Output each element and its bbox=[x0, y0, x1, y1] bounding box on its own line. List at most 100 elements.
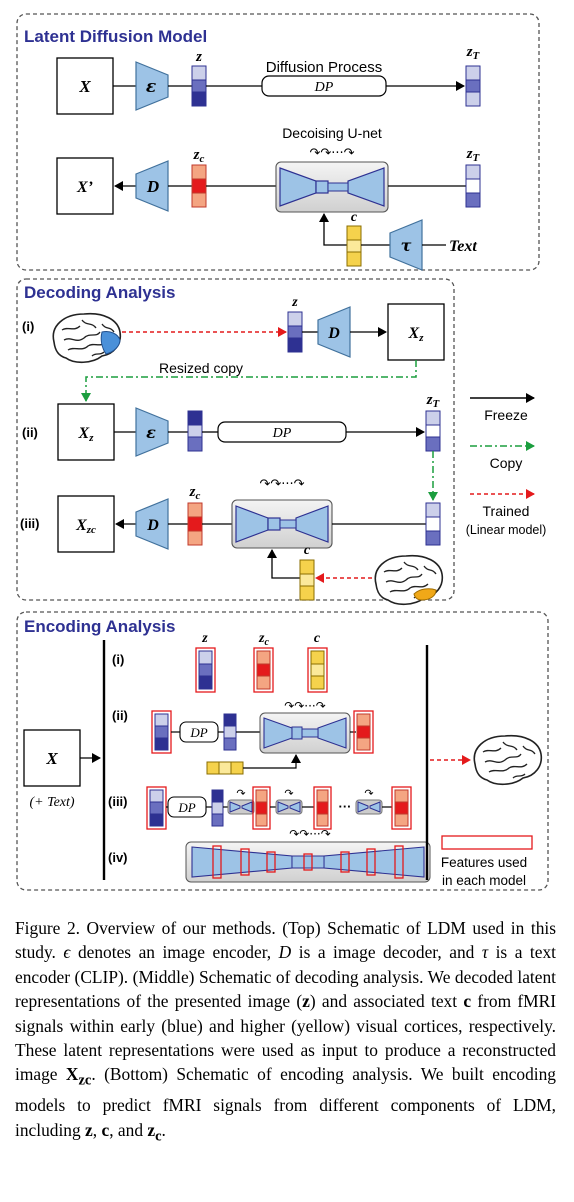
encoding-zc-vector bbox=[253, 647, 274, 693]
text-condition-c-label: c bbox=[351, 210, 358, 225]
image-decoder-label: D bbox=[146, 177, 159, 196]
encoding-ii-c-vector bbox=[206, 761, 244, 775]
caption-d: D bbox=[278, 942, 292, 963]
unet-title: Decoising U-net bbox=[282, 125, 382, 141]
input-image-label: X bbox=[78, 77, 91, 96]
decoding-zc-label: zc bbox=[189, 484, 201, 502]
encoding-iii-mini-unet-3 bbox=[355, 799, 383, 815]
decoded-z-label: z bbox=[291, 295, 298, 310]
features-legend-label-2: in each model bbox=[442, 873, 526, 888]
encoding-iii-loop-1: ↷ bbox=[236, 787, 245, 800]
encoding-iii-zc-vector-2 bbox=[313, 786, 332, 830]
caption-p2: is a image decoder, and bbox=[291, 942, 482, 963]
input-image-box bbox=[56, 57, 114, 115]
encoding-z-vector bbox=[195, 647, 216, 693]
encoding-iii-zT-vector bbox=[211, 789, 224, 827]
caption-p9: . bbox=[161, 1119, 166, 1140]
caption-z: z bbox=[302, 991, 310, 1012]
encoding-iii-z-vector bbox=[146, 786, 167, 830]
caption-p1: denotes an image encoder, bbox=[70, 942, 279, 963]
encoding-ii-unet-block bbox=[259, 712, 351, 754]
features-legend-box bbox=[441, 835, 533, 850]
latent-zT-label-2: zT bbox=[466, 146, 481, 164]
decoding-panel: Decoding Analysis (i) z D Xz Resized cop… bbox=[16, 278, 455, 606]
decoding-row-ii: (ii) bbox=[22, 425, 38, 440]
dp-label: DP bbox=[314, 80, 334, 95]
text-condition-c-vector bbox=[346, 225, 362, 267]
xz-input-box bbox=[57, 403, 115, 461]
encoding-c-label: c bbox=[314, 631, 321, 646]
decoded-z-vector bbox=[287, 311, 303, 353]
resized-copy-label-bg bbox=[146, 360, 256, 376]
legend-trained-sub: (Linear model) bbox=[466, 523, 547, 537]
figure-caption: Figure 2. Overview of our methods. (Top)… bbox=[15, 916, 556, 1149]
decoding-zT-label: zT bbox=[426, 392, 441, 410]
features-legend-label-1: Features used bbox=[441, 855, 527, 870]
legend: Freeze Copy Trained (Linear model) bbox=[466, 393, 547, 537]
encoding-row-iii: (iii) bbox=[108, 794, 128, 809]
encoding-ii-z-vector bbox=[151, 710, 172, 754]
encoding-iii-loop-3: ↷ bbox=[364, 787, 373, 800]
caption-c2: c bbox=[101, 1119, 110, 1140]
encoding-input-label: X bbox=[45, 749, 58, 768]
encoding-iii-mini-unet-1 bbox=[227, 799, 255, 815]
xz-image-box bbox=[387, 303, 445, 361]
image-encoder-block bbox=[135, 61, 169, 111]
decoding-title: Decoding Analysis bbox=[24, 283, 175, 302]
latent-z-label: z bbox=[195, 49, 202, 65]
decoder-label-2: D bbox=[146, 517, 159, 534]
xzc-image-box bbox=[57, 495, 115, 553]
text-encoder-block bbox=[389, 219, 423, 271]
legend-trained-label: Trained bbox=[483, 503, 530, 519]
encoding-iii-dp-label: DP bbox=[177, 800, 195, 815]
decoding-dp-label: DP bbox=[272, 426, 292, 441]
unet-block bbox=[275, 161, 389, 213]
caption-xzc-sub: zc bbox=[78, 1072, 92, 1089]
image-decoder-block bbox=[135, 160, 169, 212]
text-encoder-label: τ bbox=[401, 236, 412, 255]
reconstructed-image-label: X’ bbox=[76, 179, 93, 196]
decoding-c-vector bbox=[299, 559, 315, 601]
caption-p6: . (Bottom) Schematic of encoding analysi… bbox=[15, 1064, 556, 1140]
encoding-iv-loop-icon: ↷↷···↷ bbox=[289, 827, 331, 841]
decoding-unet-block bbox=[231, 499, 333, 549]
decoding-encoder-label: ε bbox=[146, 423, 156, 442]
caption-lead: Figure 2. Overview of our methods. (Top)… bbox=[15, 918, 556, 963]
decoding-z-vector bbox=[187, 410, 203, 452]
encoding-input-box bbox=[23, 729, 81, 787]
legend-copy-label: Copy bbox=[490, 455, 523, 471]
image-encoder-label: ε bbox=[146, 77, 156, 97]
encoding-row-iv: (iv) bbox=[108, 850, 128, 865]
latent-zc-vector bbox=[191, 164, 207, 208]
encoding-iii-loop-2: ↷ bbox=[284, 787, 293, 800]
decoding-decoder-block-2 bbox=[135, 498, 169, 550]
caption-xzc: X bbox=[65, 1064, 79, 1085]
caption-p7: , bbox=[92, 1119, 102, 1140]
method-figure: Latent Diffusion Model X ε z Diffusion P… bbox=[16, 13, 549, 891]
latent-zc-label: zc bbox=[193, 147, 205, 165]
decoding-encoder-block bbox=[135, 407, 169, 457]
resized-copy-label: Resized copy bbox=[159, 360, 243, 376]
caption-tau: τ bbox=[481, 942, 489, 963]
encoding-iii-dots: ··· bbox=[339, 799, 352, 814]
latent-z-vector bbox=[191, 65, 207, 107]
ldm-title: Latent Diffusion Model bbox=[24, 27, 207, 46]
caption-zc-sub: c bbox=[155, 1128, 162, 1145]
denoising-loop-icon: ↷↷···↷ bbox=[309, 146, 355, 161]
ldm-panel: Latent Diffusion Model X ε z Diffusion P… bbox=[16, 13, 540, 271]
caption-zc: z bbox=[147, 1119, 156, 1140]
brain-higher-visual-icon bbox=[374, 554, 444, 606]
encoding-row-ii: (ii) bbox=[112, 708, 128, 723]
caption-eps: ϵ bbox=[63, 942, 71, 963]
decoding-zT-vector-2 bbox=[425, 502, 441, 546]
caption-p3: is a text encoder (CLIP). (Middle) Schem… bbox=[15, 942, 556, 1012]
reconstructed-image-box bbox=[56, 157, 114, 215]
brain-early-visual-icon bbox=[52, 312, 122, 364]
decoder-label-1: D bbox=[327, 325, 340, 342]
decoding-zT-vector bbox=[425, 410, 441, 452]
encoding-iii-zc-vector-3 bbox=[391, 786, 412, 830]
ldm-panel-border bbox=[16, 13, 540, 271]
encoding-panel-border bbox=[16, 611, 549, 891]
legend-freeze-label: Freeze bbox=[484, 407, 528, 423]
encoding-z-label: z bbox=[201, 631, 208, 646]
